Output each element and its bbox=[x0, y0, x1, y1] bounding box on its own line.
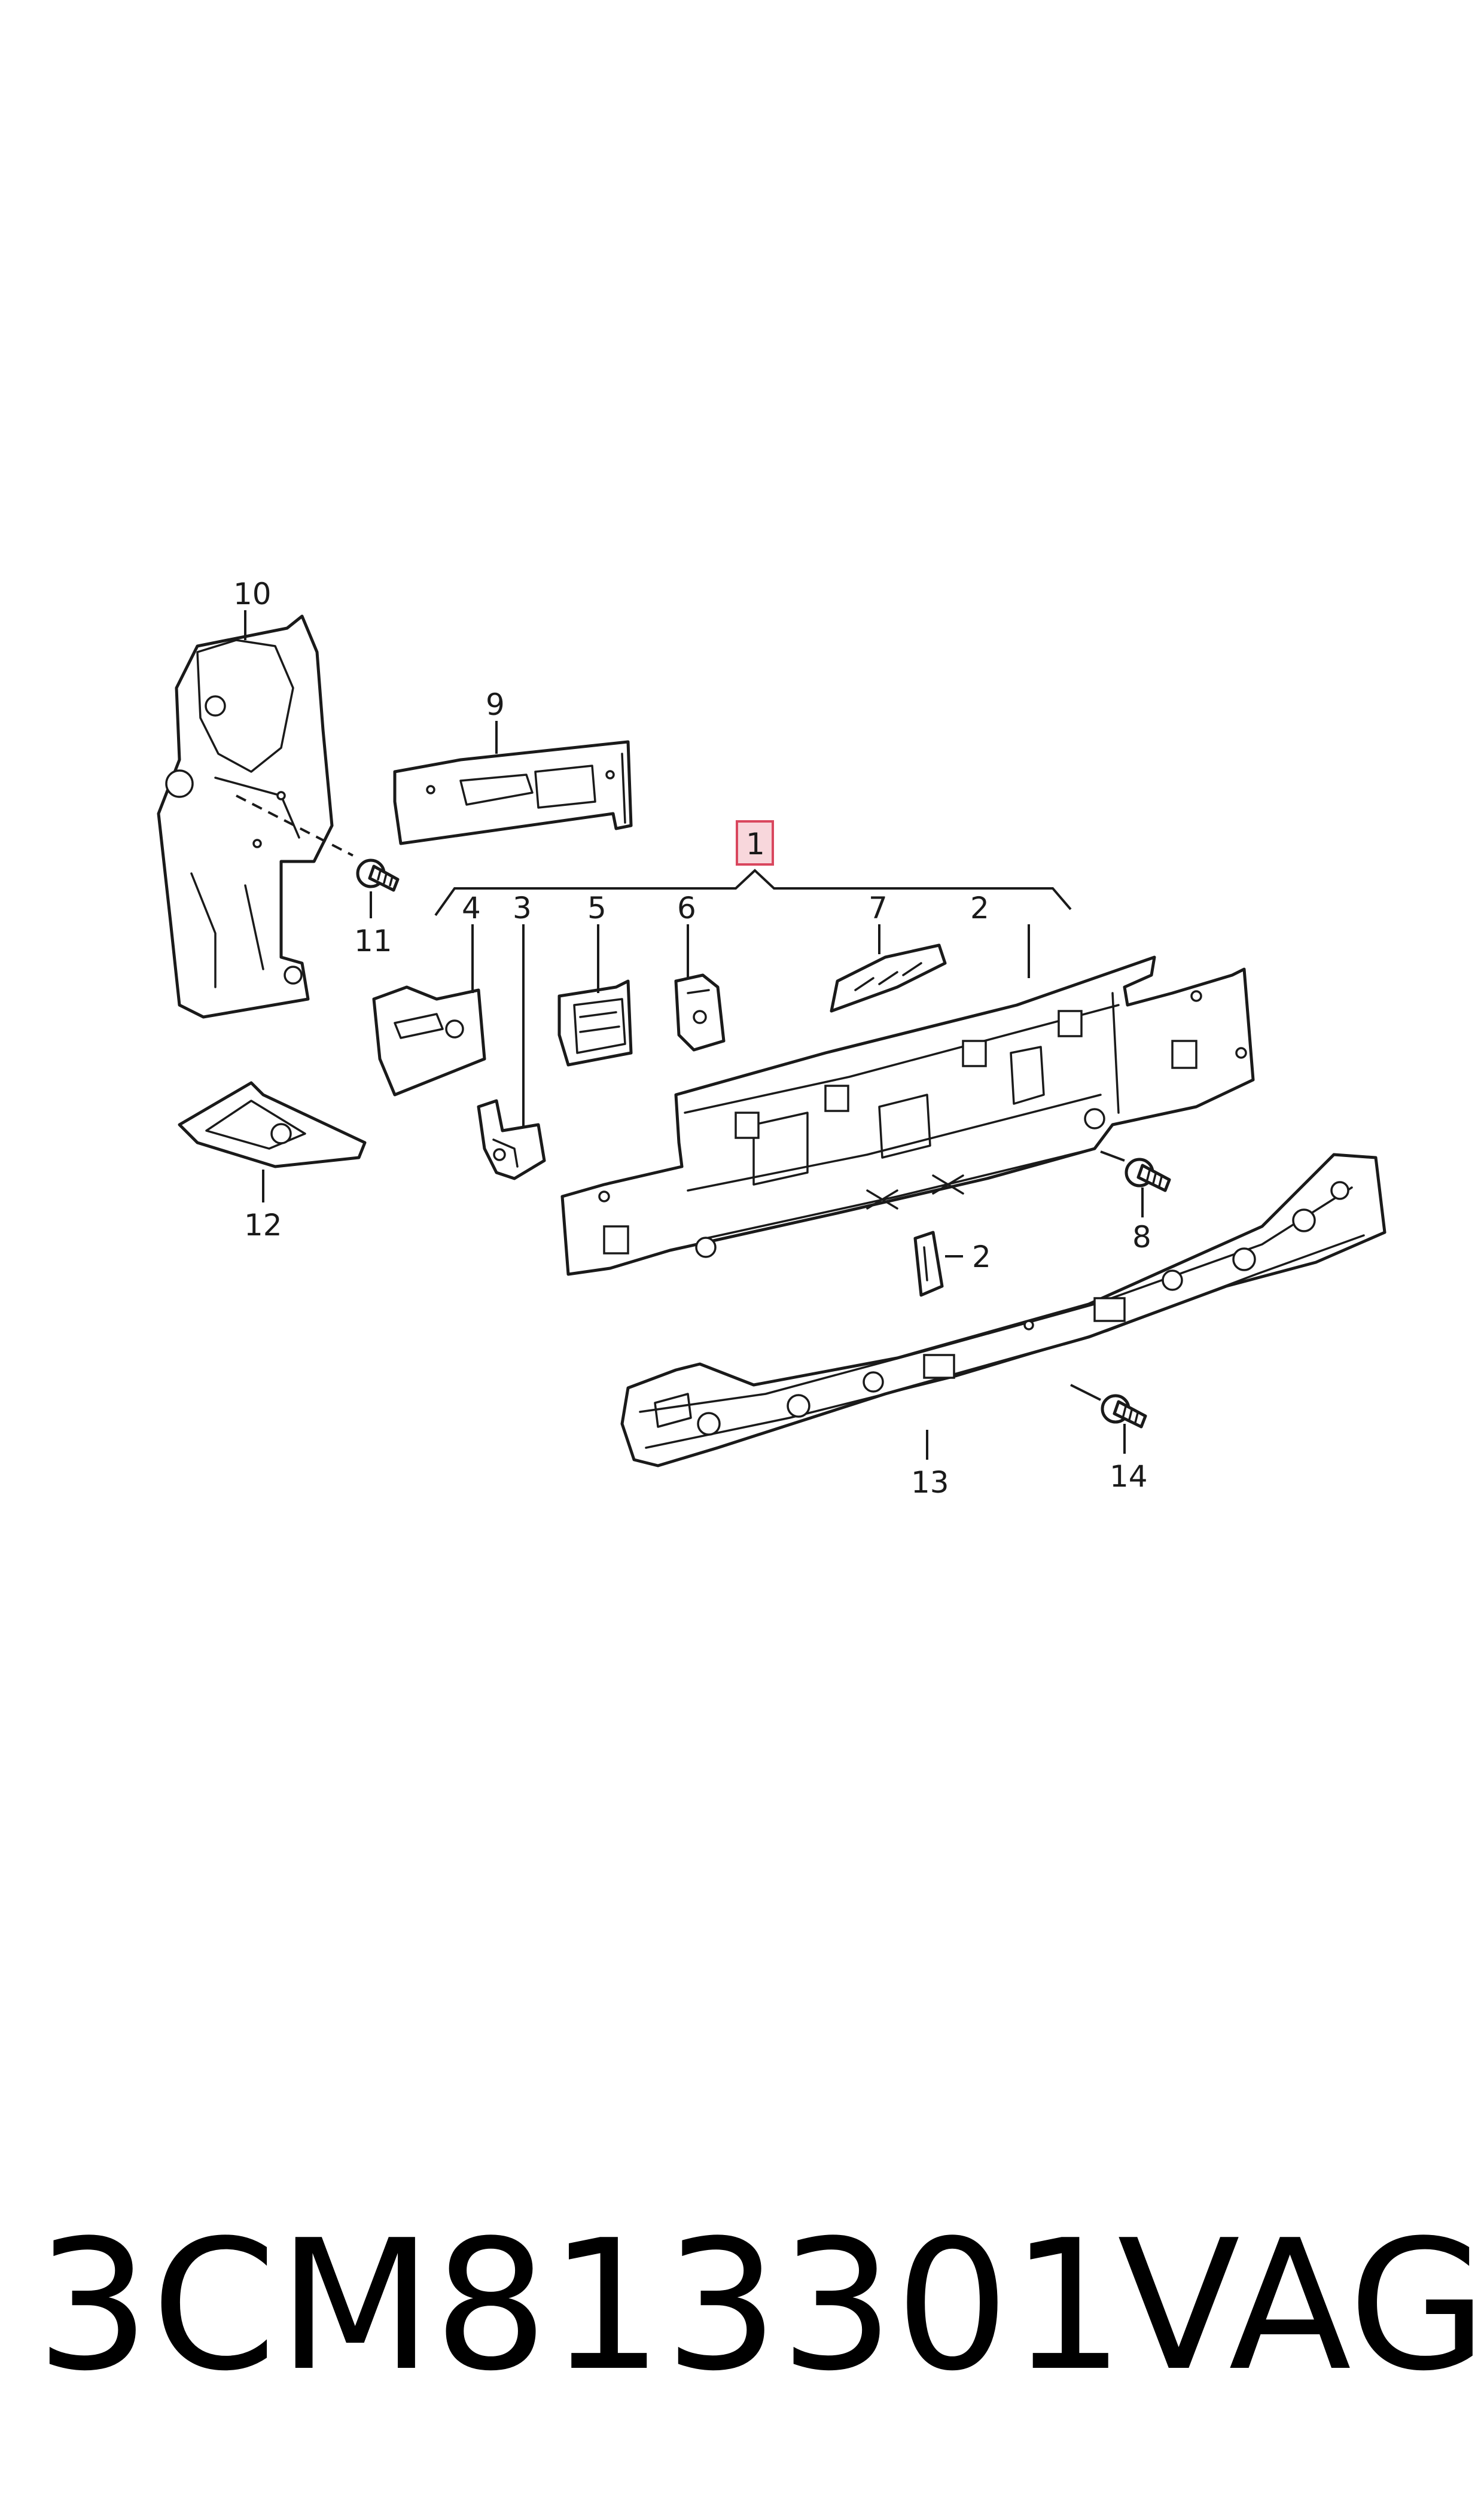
callout-9: 9 bbox=[486, 687, 505, 722]
callout-1: 1 bbox=[746, 827, 765, 861]
callout-8: 8 bbox=[1132, 1220, 1151, 1255]
callout-2: 2 bbox=[970, 891, 989, 925]
part-3-clip-bracket bbox=[477, 1099, 546, 1180]
callout-7: 7 bbox=[869, 891, 888, 925]
part-10-side-pillar bbox=[157, 614, 334, 1019]
callout-4: 4 bbox=[462, 891, 481, 925]
callout-12: 12 bbox=[244, 1208, 282, 1243]
part-11-bolt bbox=[236, 794, 400, 892]
callout-14: 14 bbox=[1110, 1459, 1148, 1494]
part-9-upper-bracket bbox=[393, 740, 633, 845]
part-14-bolt bbox=[1070, 1384, 1147, 1429]
callout-3: 3 bbox=[513, 891, 532, 925]
parts-exploded-diagram: 10 11 9 1 4 3 5 bbox=[157, 577, 1387, 1500]
part-12-floor-bracket bbox=[178, 1081, 367, 1168]
part-7-angled-bracket bbox=[830, 943, 947, 1013]
part-13-cross-beam bbox=[620, 1153, 1387, 1467]
part-8-bolt bbox=[1100, 1150, 1171, 1192]
part-2-insert bbox=[913, 1231, 944, 1297]
callout-11: 11 bbox=[354, 924, 392, 958]
callout-6: 6 bbox=[677, 891, 696, 925]
callout-10: 10 bbox=[233, 577, 272, 611]
part-6-small-bracket bbox=[674, 973, 726, 1052]
assembly-bracket bbox=[434, 869, 1072, 917]
brand-label: VAG bbox=[1117, 2202, 1484, 2410]
part-number-label: 3CM813301 bbox=[36, 2202, 1126, 2410]
callout-2b: 2 bbox=[972, 1240, 991, 1274]
callout-1-highlight bbox=[736, 820, 774, 866]
callout-5: 5 bbox=[587, 891, 607, 925]
part-5-mount-plate bbox=[557, 979, 633, 1067]
part-2-rear-panel bbox=[560, 955, 1255, 1276]
part-4-corner-bracket bbox=[372, 985, 486, 1097]
callout-13: 13 bbox=[911, 1465, 949, 1500]
